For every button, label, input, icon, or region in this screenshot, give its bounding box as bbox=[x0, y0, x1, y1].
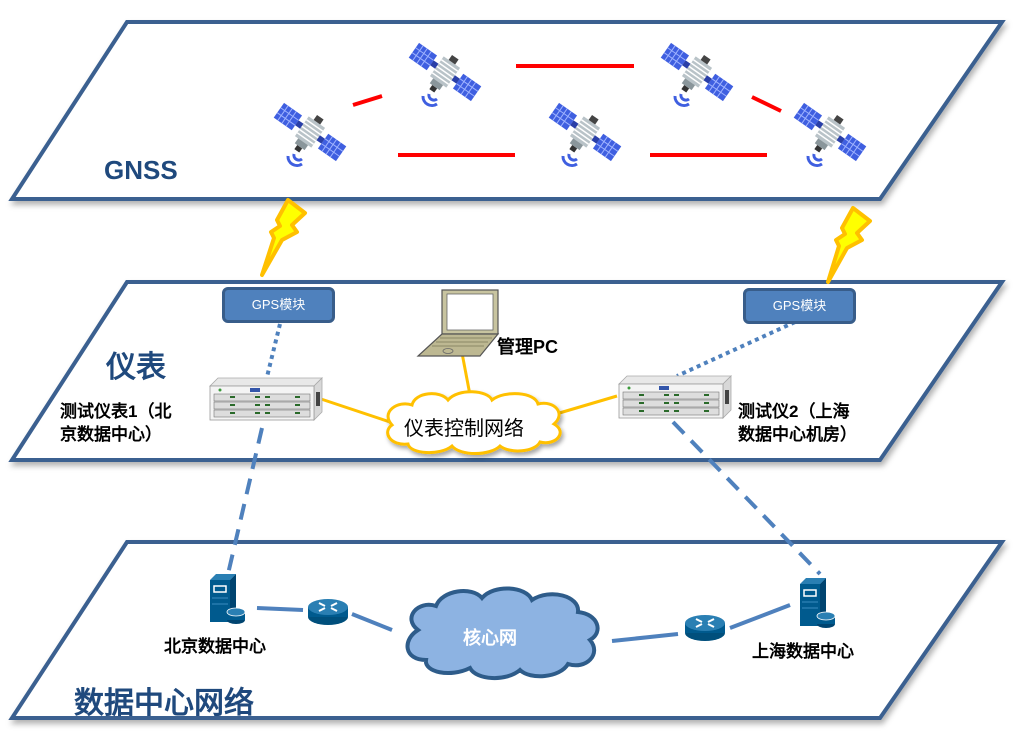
dc-network-links bbox=[256, 603, 791, 643]
layer-title-datacenter: 数据中心网络 bbox=[74, 687, 254, 720]
dc-link bbox=[256, 606, 304, 612]
sat-link bbox=[352, 94, 383, 107]
tester2-label-line2: 数据中心机房） bbox=[738, 425, 857, 444]
dc-link bbox=[611, 632, 679, 643]
core-network-cloud bbox=[405, 586, 600, 680]
tester1-label-line2: 京数据中心） bbox=[60, 425, 162, 444]
dc-link bbox=[351, 612, 393, 632]
sat-link bbox=[751, 95, 782, 113]
gps-link bbox=[676, 320, 796, 378]
dc-link bbox=[671, 420, 822, 576]
management-pc-label: 管理PC bbox=[497, 337, 559, 357]
control-link bbox=[460, 352, 472, 396]
laptop-icon bbox=[416, 289, 500, 357]
tester1-label-line1: 测试仪表1（北 bbox=[60, 402, 172, 421]
gps-module-left: GPS模块 bbox=[222, 287, 335, 323]
tester-chassis-icon bbox=[618, 375, 732, 419]
core-network-label: 核心网 bbox=[463, 628, 517, 648]
lightning-icon bbox=[826, 206, 872, 284]
lightning-icon bbox=[260, 198, 307, 277]
beijing-dc-label: 北京数据中心 bbox=[164, 637, 266, 656]
router-icon bbox=[684, 614, 726, 642]
router-icon bbox=[307, 598, 349, 626]
layer-title-instrument: 仪表 bbox=[106, 351, 166, 384]
control-network-cloud bbox=[386, 390, 562, 455]
control-link bbox=[555, 394, 618, 416]
gps-module-right: GPS模块 bbox=[743, 288, 856, 324]
satellite-links bbox=[352, 64, 782, 157]
tester-chassis-icon bbox=[209, 377, 323, 421]
layer-title-gnss: GNSS bbox=[104, 155, 178, 185]
control-link bbox=[320, 397, 391, 424]
dc-link bbox=[729, 603, 791, 630]
shanghai-dc-label: 上海数据中心 bbox=[752, 642, 854, 661]
gps-link bbox=[263, 323, 282, 386]
control-network-label: 仪表控制网络 bbox=[404, 418, 524, 440]
tester2-label-line1: 测试仪2（上海 bbox=[738, 402, 850, 421]
